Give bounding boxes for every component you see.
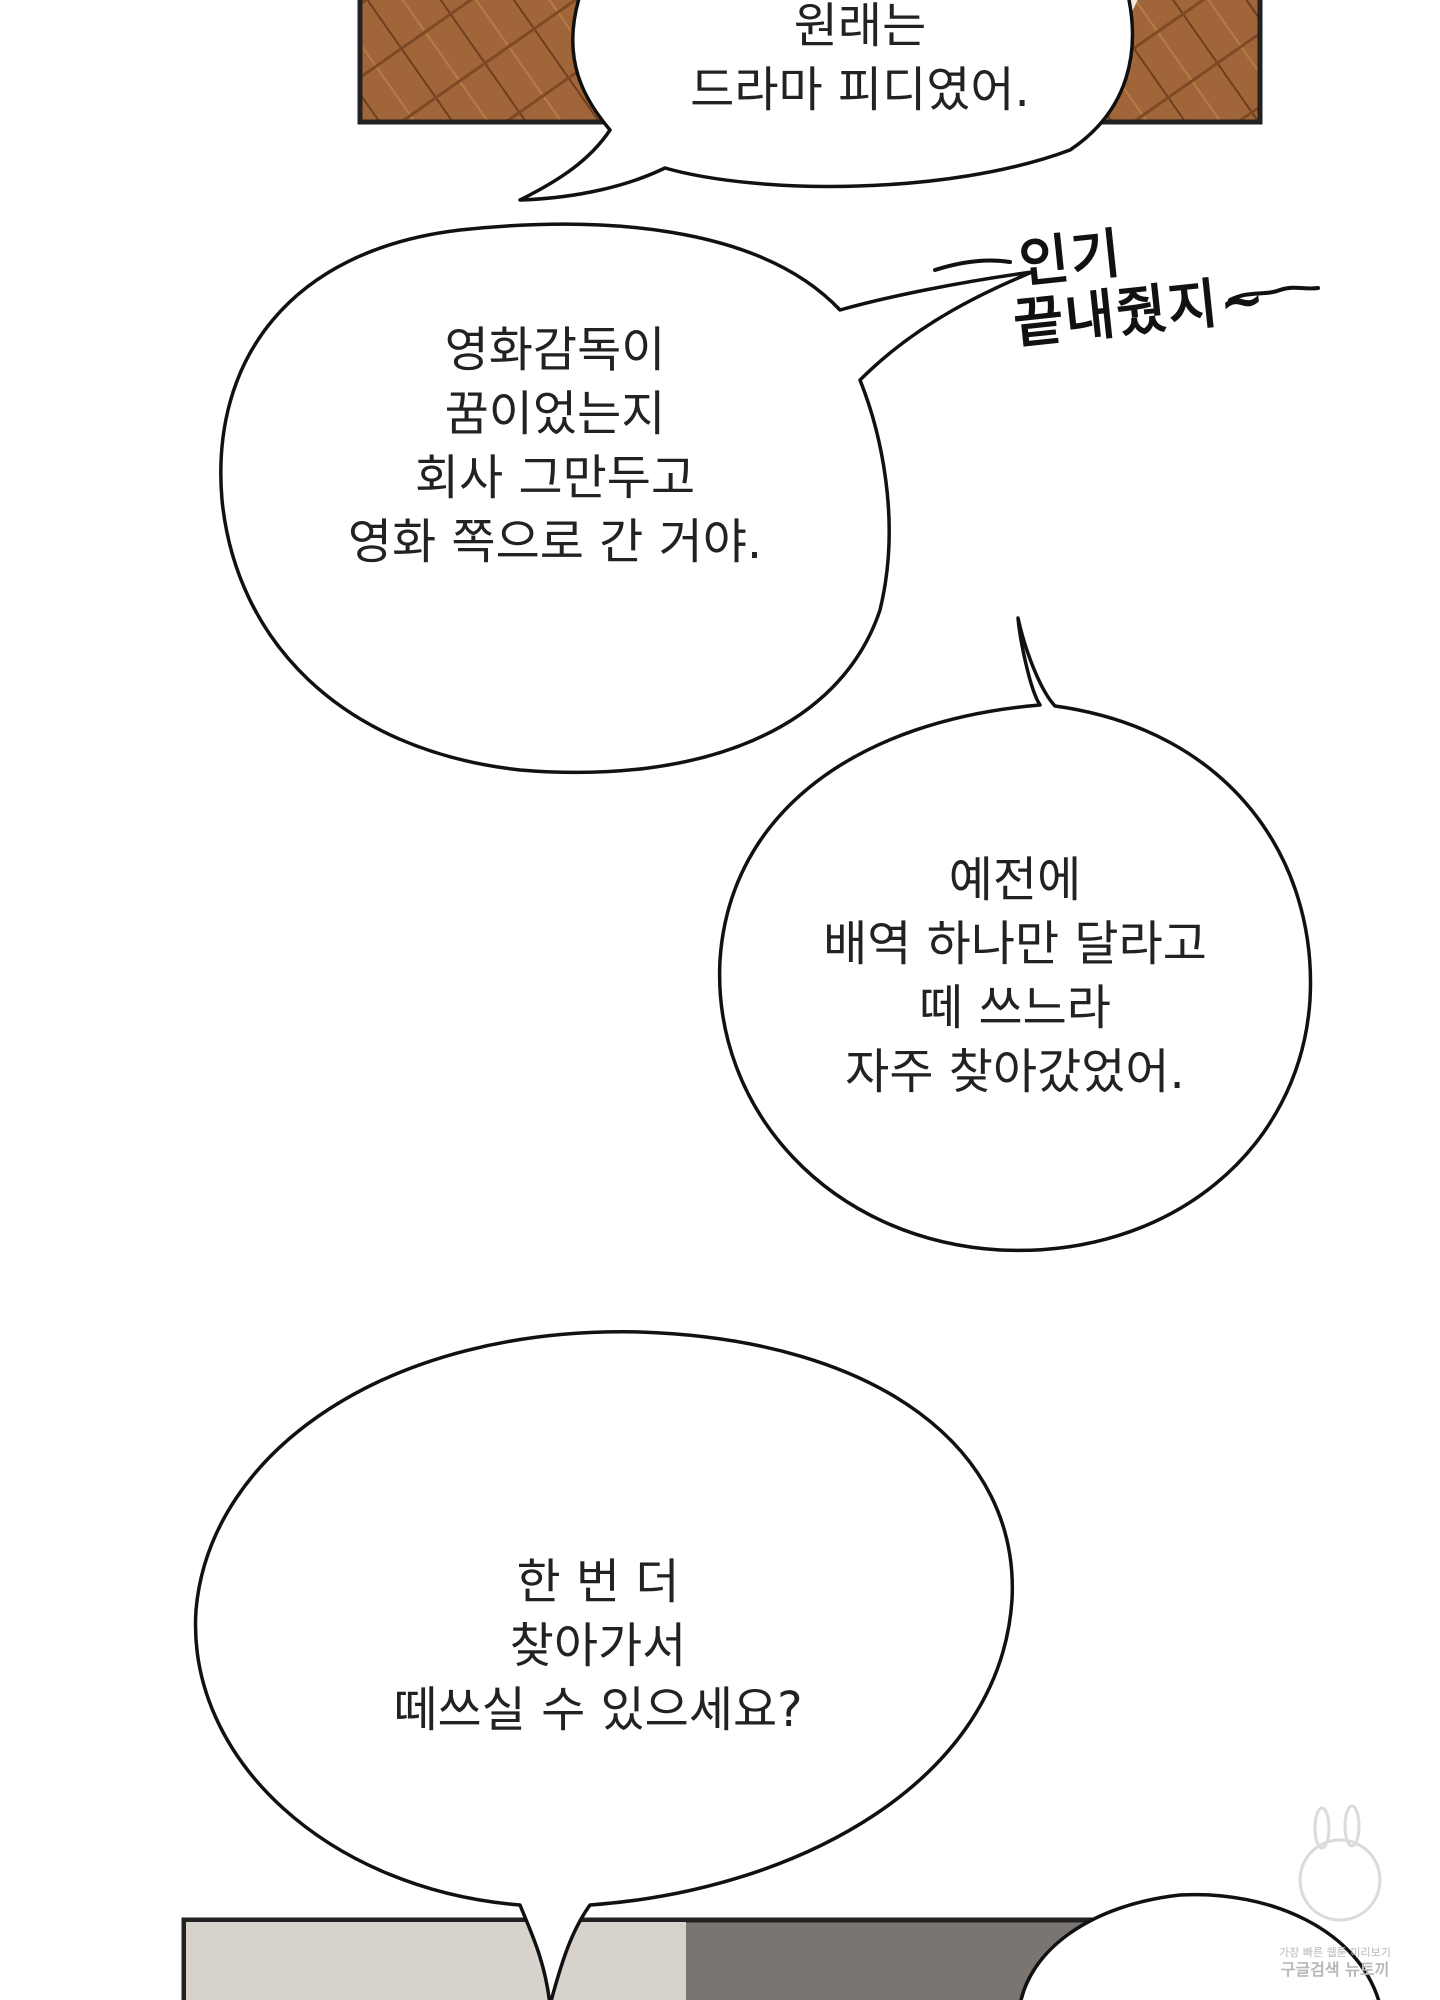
speech-bubble-3	[717, 616, 1313, 1253]
speech-bubble-4	[193, 1330, 1014, 2000]
watermark-mascot	[1298, 1804, 1382, 1922]
bubble-3-line: 예전에	[948, 852, 1082, 908]
watermark: 가장 빠른 웹툰 미리보기 구글검색 뉴토끼	[1260, 1946, 1410, 1980]
bubble-3-line: 자주 찾아갔었어.	[845, 1044, 1185, 1100]
bottom-panel	[181, 1917, 1117, 2000]
sfx-tilde	[1228, 285, 1320, 302]
bubble-2-line: 영화감독이	[444, 322, 666, 378]
speech-bubble-1	[518, 0, 1135, 202]
bubble-4-line: 한 번 더	[516, 1554, 680, 1610]
handwritten-sfx: 인기 끝내줬지~	[1004, 209, 1269, 356]
bubble-2-line: 회사 그만두고	[414, 450, 696, 506]
watermark-bottom: 구글검색 뉴토끼	[1280, 1960, 1390, 1979]
bubble-1-line: 원래는	[793, 0, 927, 54]
speech-bubble-2	[219, 222, 1034, 775]
speech-bubble-5-partial	[1019, 1892, 1381, 2000]
bubble-2-line: 영화 쪽으로 간 거야.	[347, 514, 763, 570]
sfx-squiggle	[933, 258, 1012, 272]
bubble-2-line: 꿈이었는지	[444, 386, 666, 442]
bubble-1-line: 드라마 피디였어.	[690, 62, 1030, 118]
bubble-2-text: 영화감독이 꿈이었는지 회사 그만두고 영화 쪽으로 간 거야.	[348, 318, 762, 574]
bubble-3-line: 배역 하나만 달라고	[823, 916, 1207, 972]
bubble-4-text: 한 번 더 찾아가서 떼쓰실 수 있으세요?	[393, 1550, 802, 1742]
bubble-4-line: 떼쓰실 수 있으세요?	[393, 1682, 803, 1738]
bubble-4-line: 찾아가서	[509, 1618, 687, 1674]
bubble-1-text: 원래는 드라마 피디였어.	[690, 0, 1030, 122]
watermark-top: 가장 빠른 웹툰 미리보기	[1279, 1946, 1391, 1959]
bubble-3-text: 예전에 배역 하나만 달라고 떼 쓰느라 자주 찾아갔었어.	[823, 848, 1207, 1104]
bubble-3-line: 떼 쓰느라	[919, 980, 1111, 1036]
